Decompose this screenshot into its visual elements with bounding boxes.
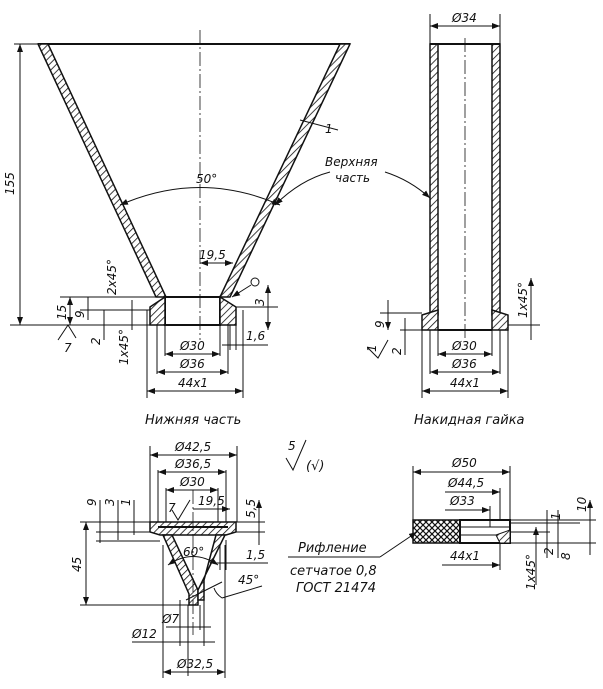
ring-h10-label: 10 [575,496,589,512]
upper-part-callout: Верхняя часть [274,155,431,206]
general-roughness: 5 (√) [285,439,324,474]
dim-d30-label: Ø30 [179,339,205,353]
lower-w1-5-label: 1,5 [246,548,265,562]
angle-arc [119,187,281,206]
lower-roughness-label: 7 [168,501,176,515]
nut-d34-label: Ø34 [451,11,477,25]
nut-h9-label: 9 [373,320,387,328]
funnel-collar-bore [164,296,221,326]
roughness-symbol: (√) [306,459,324,474]
dim-9-label: 9 [73,310,87,318]
funnel-left-wall [36,43,168,298]
lower-dist-19-5-label: 19,5 [198,494,225,508]
lower-d7-label: Ø7 [161,612,179,626]
dist-19-5-label: 19,5 [199,248,226,262]
nut-view: Ø34 Ø30 Ø36 44x1 9 2 1 1x45° Накидная га… [365,11,540,428]
roughness-icon [57,324,77,341]
wall-label: 1 [325,122,333,136]
ring-h8-label: 8 [559,552,573,560]
caption-nut: Накидная гайка [414,413,525,428]
nut-chamfer-label: 1x45° [516,282,530,318]
lower-h1-label: 1 [119,498,133,506]
dim-2-label: 2 [89,337,103,345]
upper-funnel-view: 155 50° 1 19,5 Ф 3 1,6 Ø30 Ø36 44x1 15 9… [3,30,352,428]
ring-chamfer-label: 1x45° [524,554,538,590]
dim-d36-label: Ø36 [179,357,205,371]
lower-h45-label: 45 [70,557,84,572]
dim-15-label: 15 [55,305,69,320]
ring-thread-label: 44x1 [450,549,480,563]
collar-right [219,295,237,326]
knurled-ring-view: Ø50 Ø44,5 Ø33 44x1 10 1 8 2 1x45° Рифлен… [288,456,596,596]
lower-d42-5-label: Ø42,5 [174,440,211,454]
lower-h3-label: 3 [103,498,117,506]
ring-h1-label: 1 [549,512,563,520]
dim-thread-label: 44x1 [178,376,208,390]
ring-d50-label: Ø50 [451,456,477,470]
angle-45-label: 45° [238,573,259,587]
lower-d36-5-label: Ø36,5 [174,457,211,471]
chamfer-2x45-label: 2x45° [105,259,119,295]
collar-left [149,295,166,326]
roughness-label: 7 [64,341,72,355]
dim-1-6-label: 1,6 [246,329,265,343]
lower-d32-5-label: Ø32,5 [176,657,213,671]
wall-leader [299,119,339,131]
nut-thread-label: 44x1 [450,376,480,390]
lower-d30-label: Ø30 [179,475,205,489]
dim-3-label: 3 [253,298,267,306]
angle-60-label: 60° [183,545,204,559]
angle-50-label: 50° [196,172,217,186]
knurl-area [412,519,461,544]
knurl-note-title: Рифление [298,541,367,556]
chamfer-1x45-label: 1x45° [117,329,131,365]
lower-h9-label: 9 [85,498,99,506]
knurl-note-standard: ГОСТ 21474 [296,581,376,596]
nut-h2-label: 2 [390,347,404,355]
nut-d36-label: Ø36 [451,357,477,371]
nut-roughness-label: 1 [365,344,379,352]
funnel-right-wall [218,43,352,298]
roughness-value: 5 [288,439,296,453]
lower-d12-label: Ø12 [131,627,157,641]
dim-155-label: 155 [3,172,17,195]
lower-h5-5-label: 5,5 [244,499,258,518]
lower-part-view: Ø42,5 Ø36,5 Ø30 19,5 7 45 9 3 1 5,5 60° … [70,440,268,678]
callout-line2: часть [335,171,370,185]
caption-lower-part: Нижняя часть [145,413,241,428]
callout-line1: Верхняя [325,155,378,169]
knurl-note-type: сетчатое 0,8 [290,564,377,579]
ring-h2-label: 2 [542,547,556,555]
nut-d30-label: Ø30 [451,339,477,353]
ring-d44-5-label: Ø44,5 [447,476,484,490]
ring-d33-label: Ø33 [449,494,475,508]
